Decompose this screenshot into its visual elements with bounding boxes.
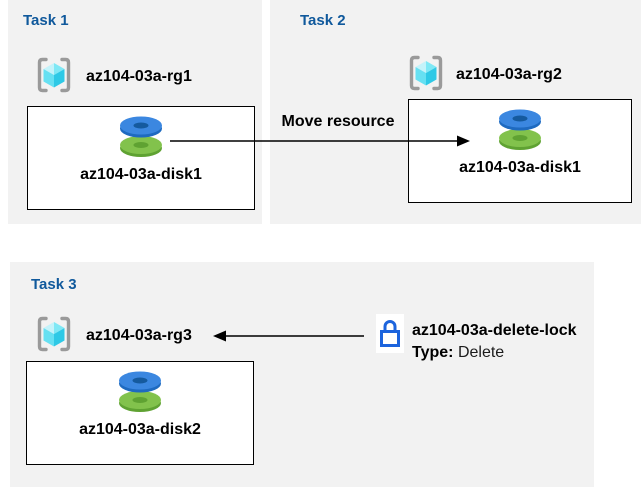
lock-icon xyxy=(376,314,404,353)
lock-annotation: az104-03a-delete-lock Type: Delete xyxy=(412,320,577,364)
task1-resource-box: az104-03a-disk1 xyxy=(27,106,255,210)
task2-resource-box: az104-03a-disk1 xyxy=(408,99,632,203)
task1-title: Task 1 xyxy=(23,12,69,29)
task3-panel: Task 3 az104-03a-rg3 az104-03a-disk2 xyxy=(10,262,594,487)
resource-group-name: az104-03a-rg1 xyxy=(86,68,192,85)
task2-title: Task 2 xyxy=(300,12,346,29)
task3-title: Task 3 xyxy=(31,276,77,293)
resource-group-icon xyxy=(407,54,445,92)
task1-panel: Task 1 az104-03a-rg1 az104-03a-disk1 xyxy=(8,0,262,224)
resource-group-icon xyxy=(35,56,73,94)
disk-icon xyxy=(117,370,163,414)
disk-name: az104-03a-disk2 xyxy=(79,421,201,438)
resource-group-icon xyxy=(35,315,73,353)
lock-type-line: Type: Delete xyxy=(412,342,577,364)
resource-group-name: az104-03a-rg2 xyxy=(456,66,562,83)
disk-name: az104-03a-disk1 xyxy=(459,159,581,176)
disk-icon xyxy=(497,108,543,152)
task3-resource-box: az104-03a-disk2 xyxy=(26,361,254,465)
disk-icon xyxy=(118,115,164,159)
resource-group-name: az104-03a-rg3 xyxy=(86,327,192,344)
task2-panel: Task 2 az104-03a-rg2 az104-03a-disk1 xyxy=(270,0,641,224)
disk-name: az104-03a-disk1 xyxy=(80,166,202,183)
lock-name: az104-03a-delete-lock xyxy=(412,322,577,339)
lock-type-label: Type: xyxy=(412,344,454,361)
move-resource-label: Move resource xyxy=(281,113,395,130)
lock-type-value: Delete xyxy=(457,344,505,361)
